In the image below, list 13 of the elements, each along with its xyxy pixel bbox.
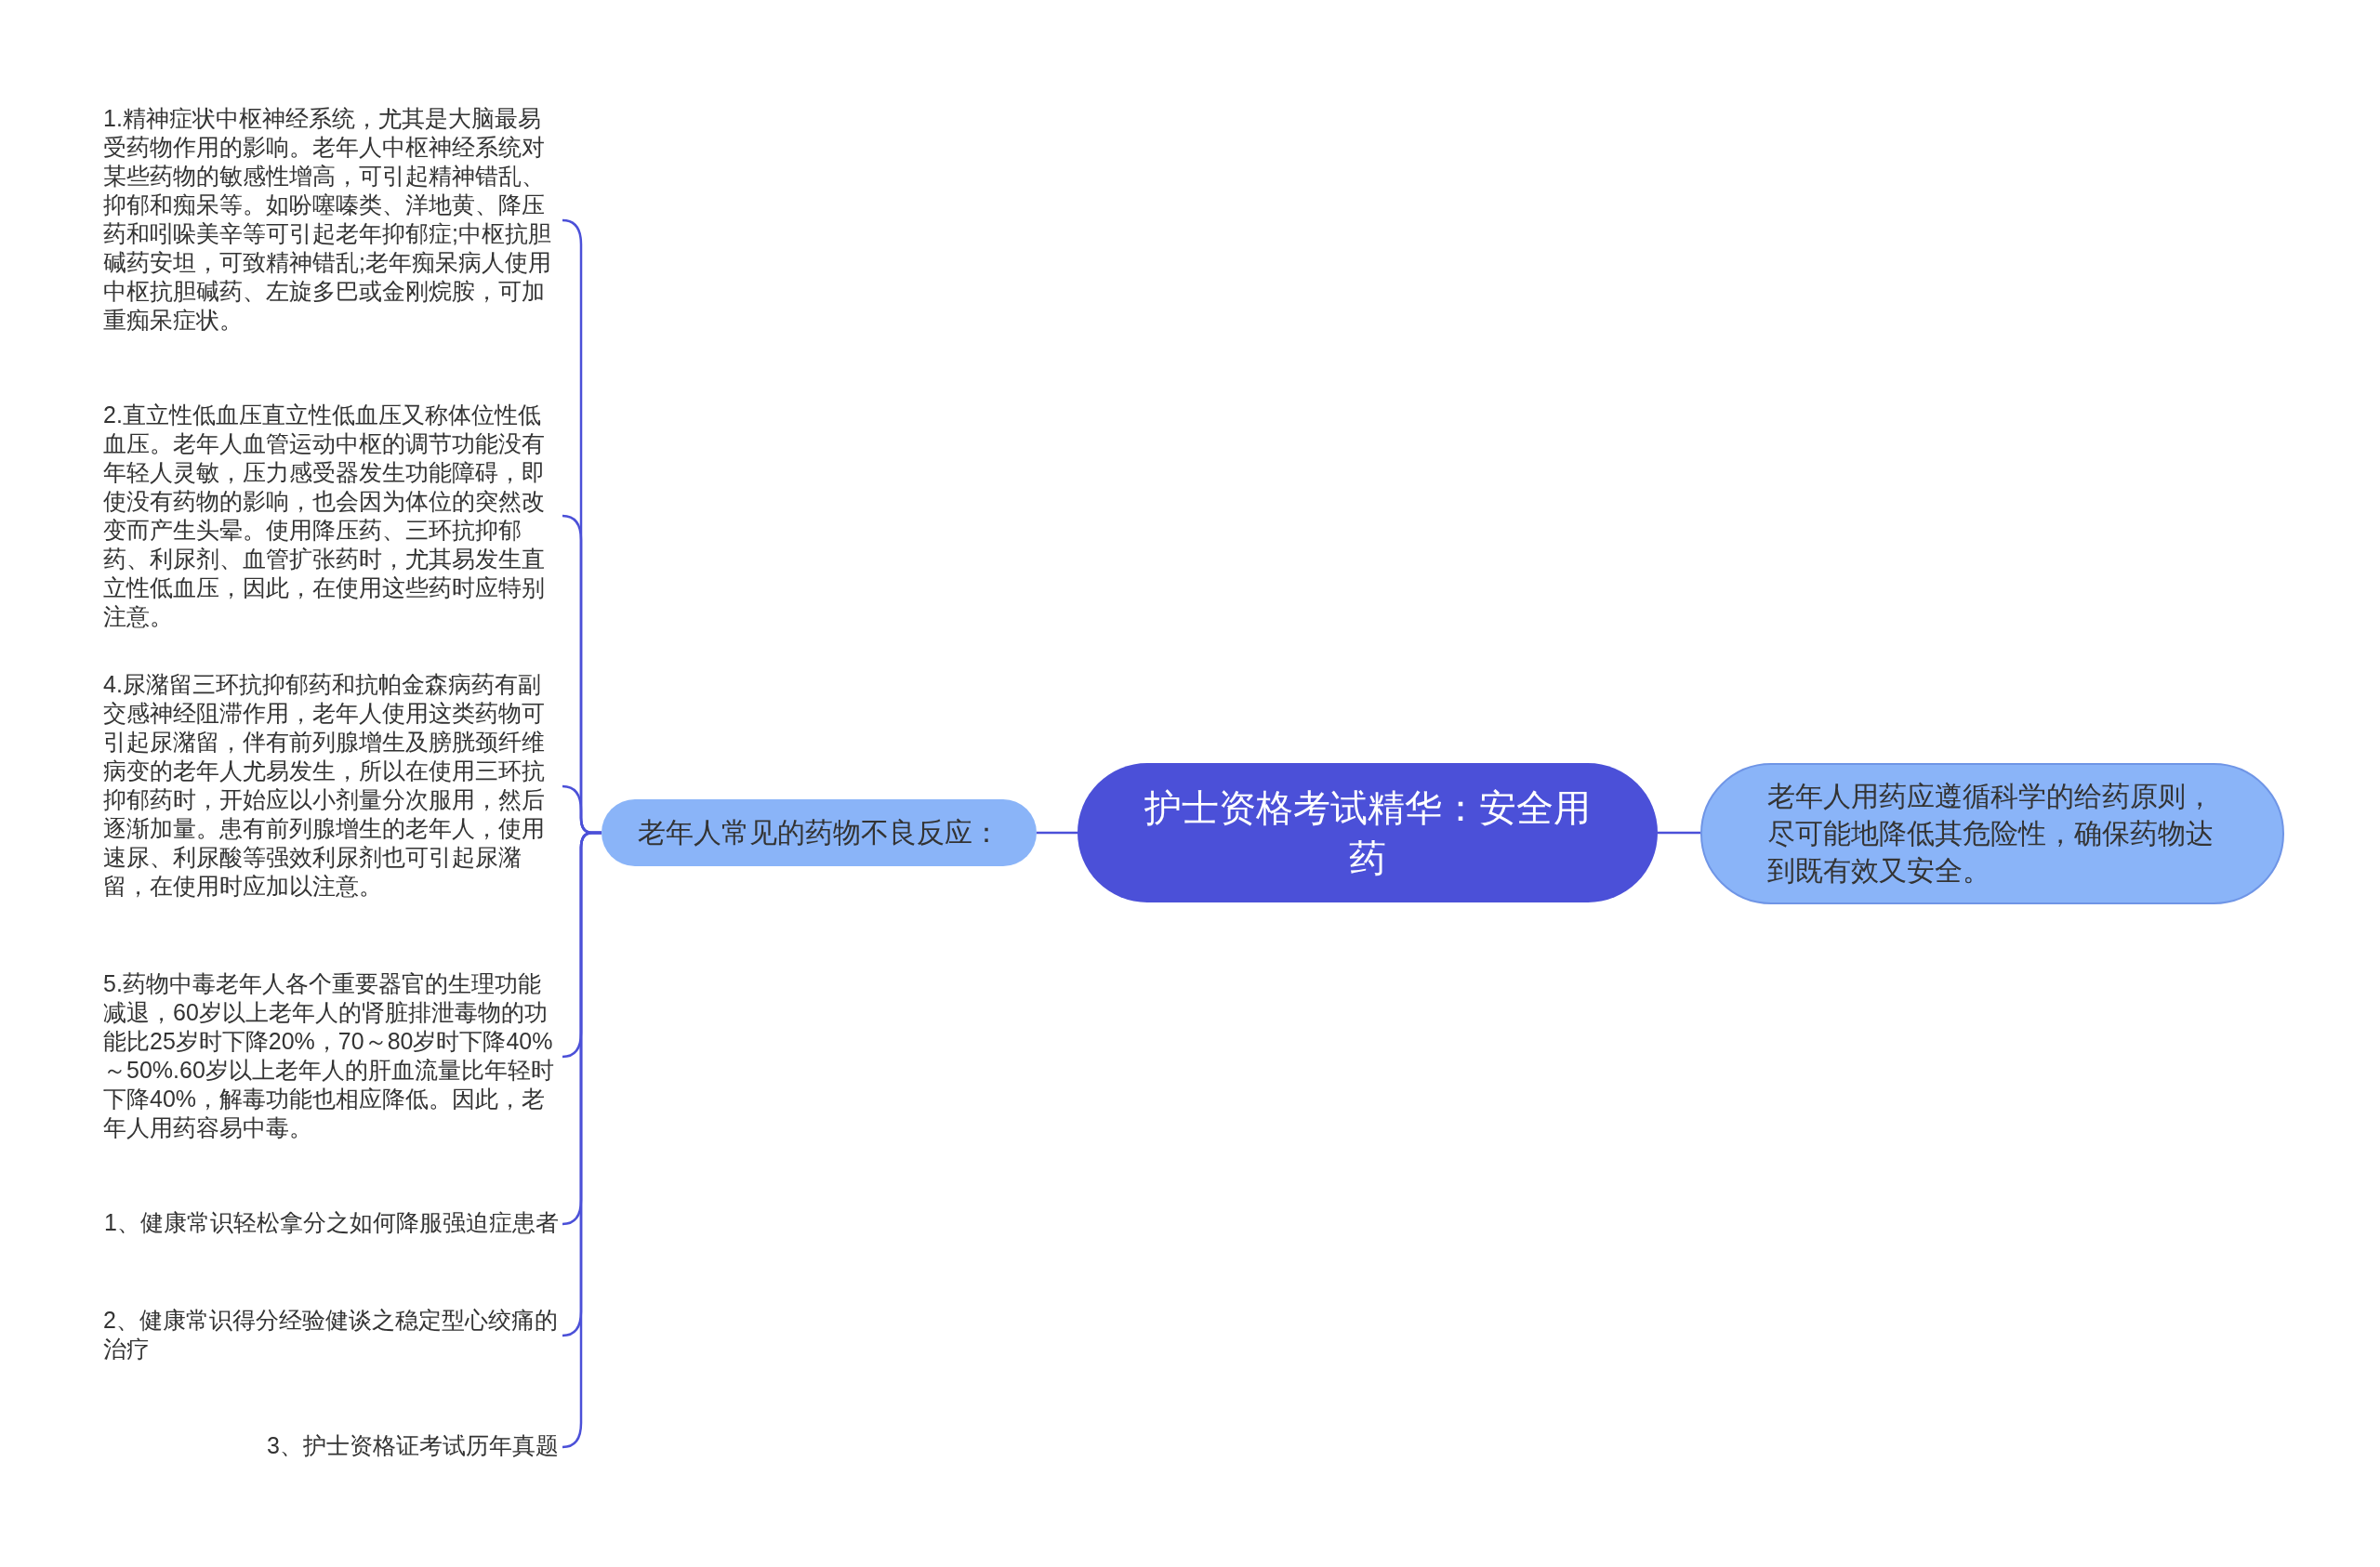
note-text: 3、护士资格证考试历年真题	[103, 1431, 559, 1463]
note-text: 4.尿潴留三环抗抑郁药和抗帕金森病药有副交感神经阻滞作用，老年人使用这类药物可引起尿潴留，伴有前列腺增生及膀胱颈纤维病变的老年人尤易发生，所以在使用三环抗抑郁药时，开始应以小剂量分次服用，然后逐渐加量。患有前列腺增生的老年人，使用速尿、利尿酸等强效利尿剂也可引起尿潴留，在使用时应加以注意。	[103, 670, 559, 902]
note-text: 5.药物中毒老年人各个重要器官的生理功能减退，60岁以上老年人的肾脏排泄毒物的功能比25岁时下降20%，70～80岁时下降40%～50%.60岁以上老年人的肝血流量比年轻时下降40%，解毒功能也相应降低。因此，老年人用药容易中毒。	[103, 969, 559, 1144]
connector-line	[562, 831, 602, 1449]
topic-text: 护士资格考试精华：安全用药	[1144, 786, 1592, 880]
topic-text: 老年人用药应遵循科学的给药原则，尽可能地降低其危险性，确保药物达到既有效又安全。	[1767, 780, 2215, 888]
connector-line	[1037, 831, 1078, 835]
topic-text: 老年人常见的药物不良反应：	[638, 816, 1000, 849]
note-text: 2、健康常识得分经验健谈之稳定型心绞痛的治疗	[103, 1306, 559, 1365]
note-text: 2.直立性低血压直立性低血压又称体位性低血压。老年人血管运动中枢的调节功能没有年轻人灵敏，压力感受器发生功能障碍，即使没有药物的影响，也会因为体位的突然改变而产生头晕。使用降压药、三环抗抑郁药、利尿剂、血管扩张药时，尤其易发生直立性低血压，因此，在使用这些药时应特别注意。	[103, 401, 559, 631]
note-text: 1、健康常识轻松拿分之如何降服强迫症患者	[103, 1208, 559, 1240]
note-text: 1.精神症状中枢神经系统，尤其是大脑最易受药物作用的影响。老年人中枢神经系统对某些药物的敏感性增高，可引起精神错乱、抑郁和痴呆等。如吩噻嗪类、洋地黄、降压药和吲哚美辛等可引起老年抑郁症;中枢抗胆碱药安坦，可致精神错乱;老年痴呆病人使用中枢抗胆碱药、左旋多巴或金刚烷胺，可加重痴呆症状。	[103, 104, 559, 336]
connector-line	[1658, 831, 1700, 835]
